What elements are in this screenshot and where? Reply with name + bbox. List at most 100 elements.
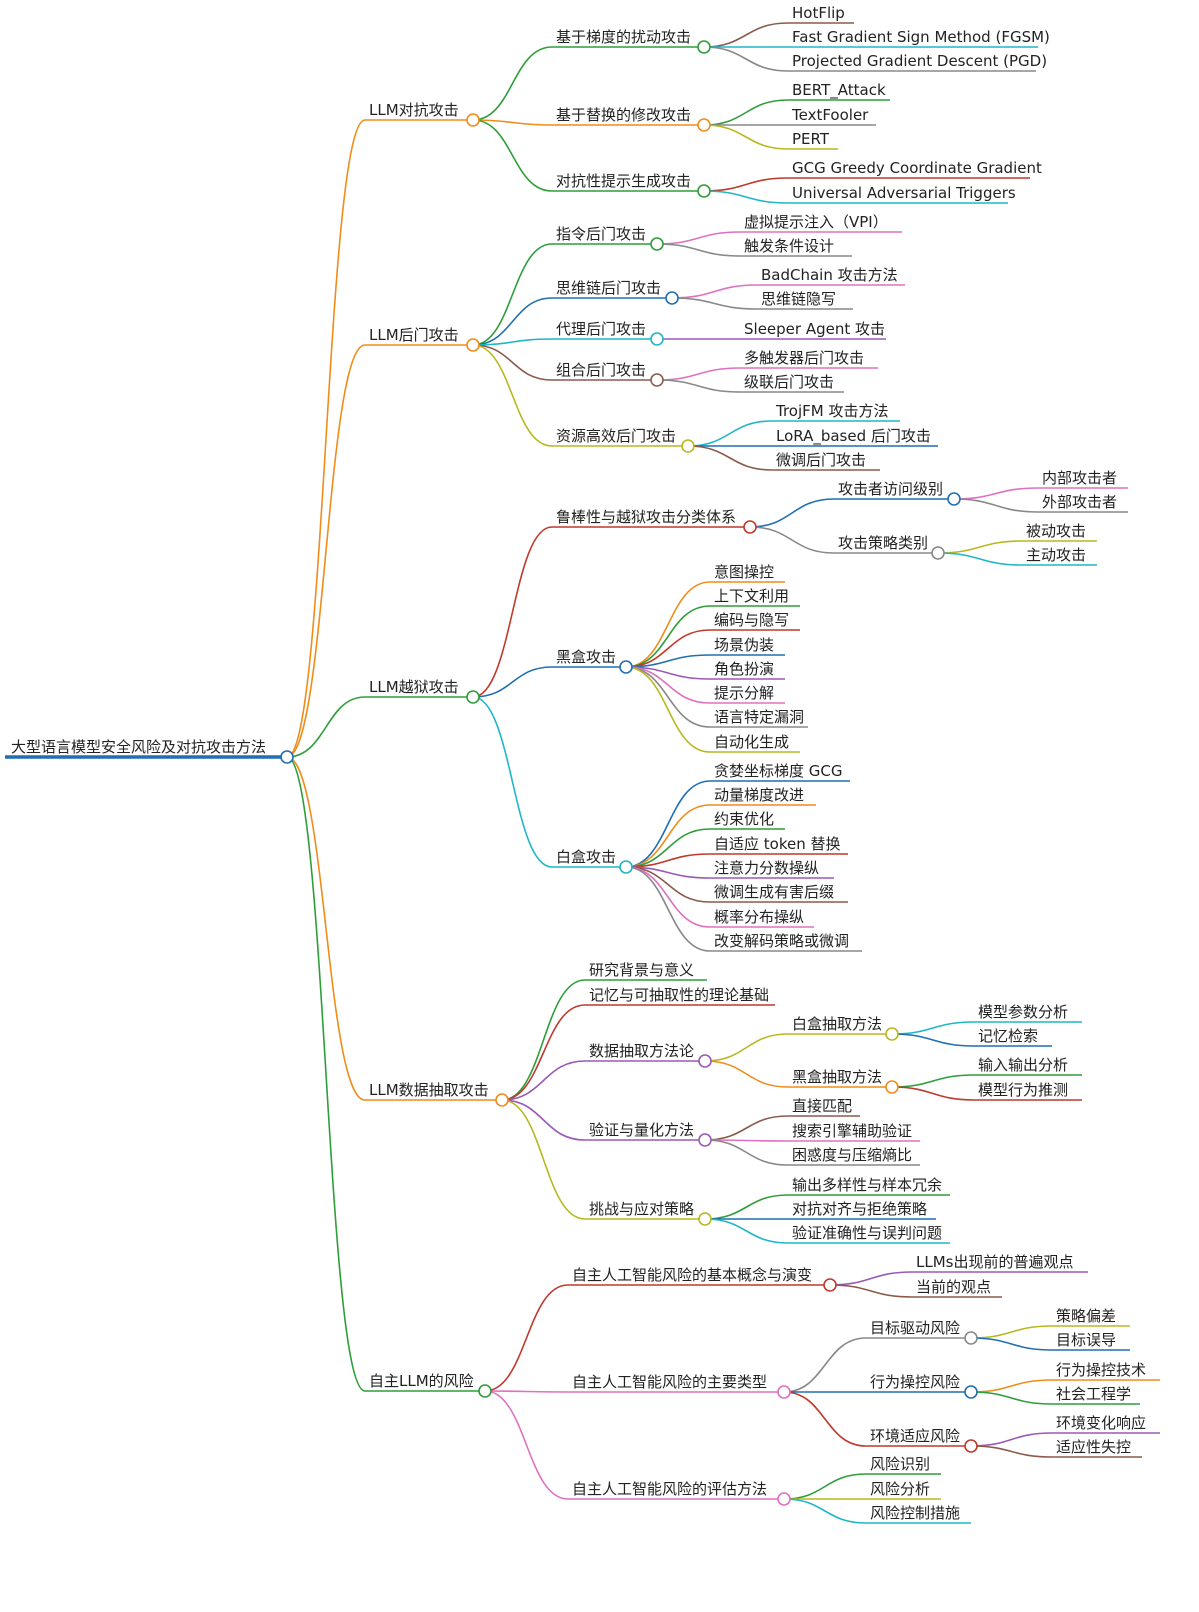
node-label-2-1-1[interactable]: 上下文利用 <box>714 587 789 605</box>
node-label-4-1-2[interactable]: 环境适应风险 <box>870 1427 960 1445</box>
node-label-2-2-0[interactable]: 贪婪坐标梯度 GCG <box>714 762 843 780</box>
node-label-0-1[interactable]: 基于替换的修改攻击 <box>556 106 691 124</box>
node-label-2-1-4[interactable]: 角色扮演 <box>714 660 774 678</box>
node-label-3-3[interactable]: 验证与量化方法 <box>589 1121 694 1139</box>
node-label-0-1-1[interactable]: TextFooler <box>791 106 869 124</box>
expand-toggle-2[interactable] <box>466 690 480 704</box>
node-label-1-3-1[interactable]: 级联后门攻击 <box>744 373 834 391</box>
node-label-3-0[interactable]: 研究背景与意义 <box>589 961 694 979</box>
node-label-2-0-1[interactable]: 攻击策略类别 <box>838 534 928 552</box>
expand-toggle-2-0[interactable] <box>743 520 757 534</box>
expand-toggle-1-1[interactable] <box>665 291 679 305</box>
node-label-1-1[interactable]: 思维链后门攻击 <box>556 279 661 297</box>
node-label-1-2-0[interactable]: Sleeper Agent 攻击 <box>744 320 885 338</box>
node-label-3-4-2[interactable]: 验证准确性与误判问题 <box>792 1224 942 1242</box>
expand-toggle-2-1[interactable] <box>619 660 633 674</box>
node-label-2-0-1-1[interactable]: 主动攻击 <box>1026 546 1086 564</box>
node-label-3-2-1[interactable]: 黑盒抽取方法 <box>792 1068 882 1086</box>
expand-toggle-0-0[interactable] <box>697 40 711 54</box>
expand-toggle-4-1[interactable] <box>777 1385 791 1399</box>
node-label-0-0-2[interactable]: Projected Gradient Descent (PGD) <box>792 52 1047 70</box>
expand-toggle-0-2[interactable] <box>697 184 711 198</box>
node-label-4-2-1[interactable]: 风险分析 <box>870 1480 930 1498</box>
node-label-3-4[interactable]: 挑战与应对策略 <box>589 1200 694 1218</box>
node-label-2-1-7[interactable]: 自动化生成 <box>714 733 789 751</box>
root-node-label[interactable]: 大型语言模型安全风险及对抗攻击方法 <box>11 738 266 756</box>
node-label-2-2-7[interactable]: 改变解码策略或微调 <box>714 932 849 950</box>
node-label-2-1-5[interactable]: 提示分解 <box>714 684 774 702</box>
node-label-4-0-1[interactable]: 当前的观点 <box>916 1278 991 1296</box>
node-label-0-0[interactable]: 基于梯度的扰动攻击 <box>556 28 691 46</box>
node-label-4-1-2-0[interactable]: 环境变化响应 <box>1056 1414 1146 1432</box>
expand-toggle-4-1-1[interactable] <box>964 1385 978 1399</box>
node-label-2-2-6[interactable]: 概率分布操纵 <box>714 908 804 926</box>
node-label-3[interactable]: LLM数据抽取攻击 <box>369 1081 489 1099</box>
node-label-2-2-2[interactable]: 约束优化 <box>714 810 774 828</box>
node-label-4-1-0[interactable]: 目标驱动风险 <box>870 1319 960 1337</box>
node-label-1-1-0[interactable]: BadChain 攻击方法 <box>761 266 898 284</box>
node-label-2-1-0[interactable]: 意图操控 <box>714 563 774 581</box>
node-label-1-0-1[interactable]: 触发条件设计 <box>744 237 834 255</box>
node-label-0-0-1[interactable]: Fast Gradient Sign Method (FGSM) <box>792 28 1050 46</box>
expand-toggle-1-2[interactable] <box>650 332 664 346</box>
node-label-0-2-1[interactable]: Universal Adversarial Triggers <box>792 184 1016 202</box>
node-label-3-3-2[interactable]: 困惑度与压缩熵比 <box>792 1146 912 1164</box>
expand-toggle-3[interactable] <box>495 1093 509 1107</box>
expand-toggle-4[interactable] <box>478 1384 492 1398</box>
node-label-2-1-2[interactable]: 编码与隐写 <box>714 611 789 629</box>
node-label-2-0-1-0[interactable]: 被动攻击 <box>1026 522 1086 540</box>
node-label-0-1-0[interactable]: BERT_Attack <box>792 81 886 100</box>
expand-toggle-3-2-0[interactable] <box>885 1027 899 1041</box>
node-label-2-2-4[interactable]: 注意力分数操纵 <box>714 859 819 877</box>
node-label-1-0[interactable]: 指令后门攻击 <box>556 225 646 243</box>
node-label-1-0-0[interactable]: 虚拟提示注入（VPI） <box>744 213 888 231</box>
node-label-4-1-0-0[interactable]: 策略偏差 <box>1056 1307 1116 1325</box>
node-label-1-4-0[interactable]: TrojFM 攻击方法 <box>775 402 888 420</box>
node-label-1[interactable]: LLM后门攻击 <box>369 326 459 344</box>
node-label-0-1-2[interactable]: PERT <box>792 130 830 148</box>
expand-toggle-1-0[interactable] <box>650 237 664 251</box>
node-label-4-2-2[interactable]: 风险控制措施 <box>870 1504 960 1522</box>
node-label-4-2[interactable]: 自主人工智能风险的评估方法 <box>572 1480 767 1498</box>
node-label-4-1-1-1[interactable]: 社会工程学 <box>1056 1385 1131 1403</box>
node-label-2-0-0-1[interactable]: 外部攻击者 <box>1042 493 1117 511</box>
node-label-4-0[interactable]: 自主人工智能风险的基本概念与演变 <box>572 1266 812 1284</box>
node-label-2-2-3[interactable]: 自适应 token 替换 <box>714 835 840 853</box>
node-label-2-0-0-0[interactable]: 内部攻击者 <box>1042 469 1117 487</box>
node-label-4-1-2-1[interactable]: 适应性失控 <box>1056 1438 1131 1456</box>
expand-toggle-1-4[interactable] <box>681 439 695 453</box>
expand-toggle-4-1-0[interactable] <box>964 1331 978 1345</box>
expand-toggle-0-1[interactable] <box>697 118 711 132</box>
expand-toggle-4-0[interactable] <box>823 1278 837 1292</box>
expand-toggle-2-2[interactable] <box>619 860 633 874</box>
expand-toggle-r[interactable] <box>280 750 294 764</box>
node-label-2-0-0[interactable]: 攻击者访问级别 <box>838 480 943 498</box>
node-label-0[interactable]: LLM对抗攻击 <box>369 101 459 119</box>
node-label-2[interactable]: LLM越狱攻击 <box>369 678 459 696</box>
node-label-4-1[interactable]: 自主人工智能风险的主要类型 <box>572 1373 767 1391</box>
expand-toggle-1-3[interactable] <box>650 373 664 387</box>
node-label-4-1-1-0[interactable]: 行为操控技术 <box>1056 1361 1146 1379</box>
node-label-2-1-3[interactable]: 场景伪装 <box>714 636 774 654</box>
expand-toggle-4-2[interactable] <box>777 1492 791 1506</box>
node-label-2-0[interactable]: 鲁棒性与越狱攻击分类体系 <box>556 508 736 526</box>
node-label-1-4-1[interactable]: LoRA_based 后门攻击 <box>776 427 931 446</box>
node-label-3-4-1[interactable]: 对抗对齐与拒绝策略 <box>792 1200 927 1218</box>
node-label-3-1[interactable]: 记忆与可抽取性的理论基础 <box>589 986 769 1004</box>
node-label-4[interactable]: 自主LLM的风险 <box>369 1372 474 1390</box>
node-label-4-1-1[interactable]: 行为操控风险 <box>870 1373 960 1391</box>
expand-toggle-2-0-0[interactable] <box>947 492 961 506</box>
node-label-0-0-0[interactable]: HotFlip <box>792 4 845 22</box>
node-label-3-4-0[interactable]: 输出多样性与样本冗余 <box>792 1176 942 1194</box>
expand-toggle-0[interactable] <box>466 113 480 127</box>
node-label-4-1-0-1[interactable]: 目标误导 <box>1056 1331 1116 1349</box>
node-label-3-2[interactable]: 数据抽取方法论 <box>589 1042 694 1060</box>
node-label-2-2[interactable]: 白盒攻击 <box>556 848 616 866</box>
node-label-2-2-5[interactable]: 微调生成有害后缀 <box>714 883 834 901</box>
expand-toggle-1[interactable] <box>466 338 480 352</box>
expand-toggle-3-3[interactable] <box>698 1133 712 1147</box>
node-label-4-0-0[interactable]: LLMs出现前的普遍观点 <box>916 1253 1073 1271</box>
node-label-2-1-6[interactable]: 语言特定漏洞 <box>714 708 804 726</box>
expand-toggle-4-1-2[interactable] <box>964 1439 978 1453</box>
node-label-3-2-0-1[interactable]: 记忆检索 <box>978 1027 1038 1045</box>
